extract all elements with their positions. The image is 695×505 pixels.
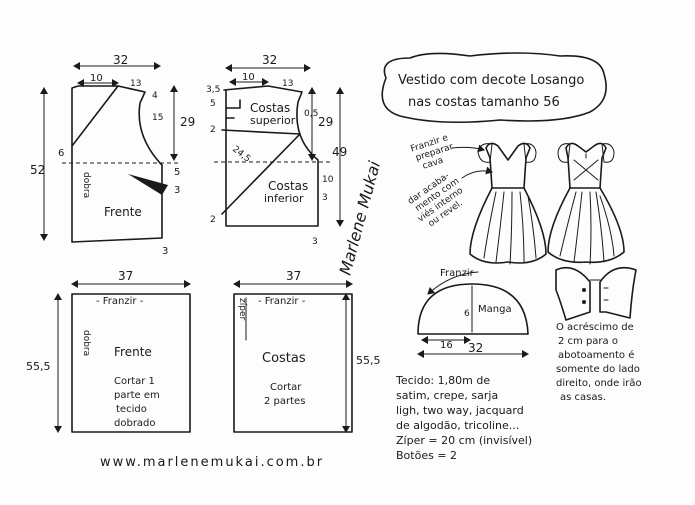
gather-note: Franzir e preparar cava: [409, 133, 454, 172]
skirt-front-title: Frente: [114, 345, 152, 359]
title-line-2: nas costas tamanho 56: [408, 95, 560, 110]
materials-line-4: de algodão, tricoline...: [396, 419, 519, 432]
title-line-1: Vestido com decote Losango: [398, 73, 584, 88]
materials-line-2: satim, crepe, sarja: [396, 389, 498, 402]
skirt-back-outline: [233, 293, 353, 433]
materials-list: Tecido: 1,80m de satim, crepe, sarja lig…: [395, 374, 532, 462]
skirt-back-cut-1: Cortar: [270, 382, 302, 393]
back-bodice: 32 10 13 3,5 5 2 2 Costas superior 0,5 2…: [206, 53, 347, 247]
skirt-front-cut-3: tecido: [116, 404, 147, 415]
skirt-back-height-label: 55,5: [356, 354, 381, 367]
extension-note-5: direito, onde irão: [556, 378, 642, 389]
extension-note-1: O acréscimo de: [556, 321, 634, 333]
extension-note: O acréscimo de 2 cm para o abotoamento é…: [556, 321, 642, 403]
extension-note-6: as casas.: [560, 392, 606, 403]
back-upper-label: 10: [242, 72, 255, 83]
back-top-left: 3,5: [206, 85, 220, 95]
sleeve-gather-label: Franzir: [440, 268, 475, 279]
back-right-small: 3: [322, 193, 328, 203]
back-upper-title-2: superior: [250, 114, 296, 127]
back-diagonal-label: 24,5: [230, 144, 252, 164]
website-url: www.marlenemukai.com.br: [100, 455, 324, 470]
materials-line-6: Botões = 2: [396, 449, 457, 462]
back-lower-title-2: inferior: [264, 192, 304, 205]
skirt-front-width-label: 37: [118, 269, 133, 283]
back-notches: [225, 99, 241, 119]
materials-line-3: ligh, two way, jacquard: [396, 404, 524, 417]
binding-arrow: [461, 166, 493, 179]
back-width-label: 32: [262, 53, 277, 67]
dress-back-sketch: [547, 142, 625, 265]
front-width-label: 32: [113, 53, 128, 67]
gather-arrow: [451, 144, 485, 153]
front-dart-label: 5: [174, 167, 180, 178]
front-right-a: 3: [174, 185, 180, 196]
skirt-back: 37 - Franzir - zíper 55,5 Costas Cortar …: [233, 269, 381, 433]
skirt-front-cut-2: parte em: [114, 390, 160, 401]
skirt-front: 37 - Franzir - dobra 55,5 Frente Cortar …: [26, 269, 191, 433]
skirt-front-fold: dobra: [81, 330, 91, 356]
signature: Marlene Mukai: [336, 159, 385, 277]
front-total-label: 52: [30, 163, 45, 177]
front-upper-label: 10: [90, 73, 103, 84]
dress-front-sketch: [469, 142, 547, 265]
button-extension-sketch: [555, 266, 637, 321]
extension-note-3: abotoamento é: [558, 349, 634, 361]
sleeve-outline: [417, 283, 529, 335]
back-diamond-cut: [221, 129, 301, 215]
back-neck-label: 13: [282, 79, 293, 89]
skirt-back-width-label: 37: [286, 269, 301, 283]
back-lower-title-1: Costas: [268, 179, 308, 193]
front-armhole-height-label: 29: [180, 115, 195, 129]
front-neckline: [71, 85, 119, 147]
skirt-back-gather: - Franzir -: [258, 296, 306, 307]
skirt-front-gather: - Franzir -: [96, 296, 144, 307]
title-outline: [381, 52, 607, 124]
skirt-back-title: Costas: [262, 351, 306, 366]
sleeve-width-label: 32: [468, 341, 483, 355]
skirt-back-zip: zíper: [237, 298, 247, 320]
back-left-c: 2: [210, 215, 216, 225]
back-bottom-label: 3: [312, 237, 318, 247]
back-right-mid: 10: [322, 175, 334, 185]
sleeve-half-label: 16: [440, 340, 453, 351]
front-neck-label: 13: [130, 79, 141, 89]
front-bodice: 32 10 13 4 15 52 29 6 dobra 5 3 3 Frente: [30, 53, 195, 257]
front-fold-label: dobra: [81, 172, 91, 198]
sleeve-height-label: 6: [464, 309, 470, 319]
materials-line-5: Zíper = 20 cm (invisível): [396, 434, 532, 447]
skirt-front-height-label: 55,5: [26, 360, 51, 373]
back-left-a: 5: [210, 99, 216, 109]
front-piece-name: Frente: [104, 205, 142, 219]
sleeve-pattern: Franzir 6 Manga 16 32: [417, 268, 529, 358]
skirt-front-outline: [71, 293, 191, 433]
skirt-back-cut-2: 2 partes: [264, 396, 305, 407]
front-outline: [71, 85, 163, 243]
back-total-label: 49: [332, 145, 347, 159]
title-bubble: Vestido com decote Losango nas costas ta…: [381, 52, 607, 124]
back-armhole-label: 0,5: [304, 109, 318, 119]
sleeve-name: Manga: [478, 304, 512, 315]
skirt-front-cut-1: Cortar 1: [114, 376, 155, 387]
skirt-front-cut-4: dobrado: [114, 418, 156, 429]
front-side-label: 6: [58, 148, 64, 159]
back-upper-title-1: Costas: [250, 101, 290, 115]
extension-note-2: 2 cm para o: [558, 336, 618, 347]
front-armhole-label: 15: [152, 113, 163, 123]
back-height-label: 29: [318, 115, 333, 129]
materials-line-1: Tecido: 1,80m de: [395, 374, 490, 387]
front-right-b: 3: [162, 246, 168, 257]
front-shoulder-label: 4: [152, 91, 158, 101]
front-dart: [128, 174, 168, 195]
sleeve-gather-arrow: [427, 271, 479, 295]
extension-note-4: somente do lado: [556, 364, 640, 375]
back-left-b: 2: [210, 125, 216, 135]
